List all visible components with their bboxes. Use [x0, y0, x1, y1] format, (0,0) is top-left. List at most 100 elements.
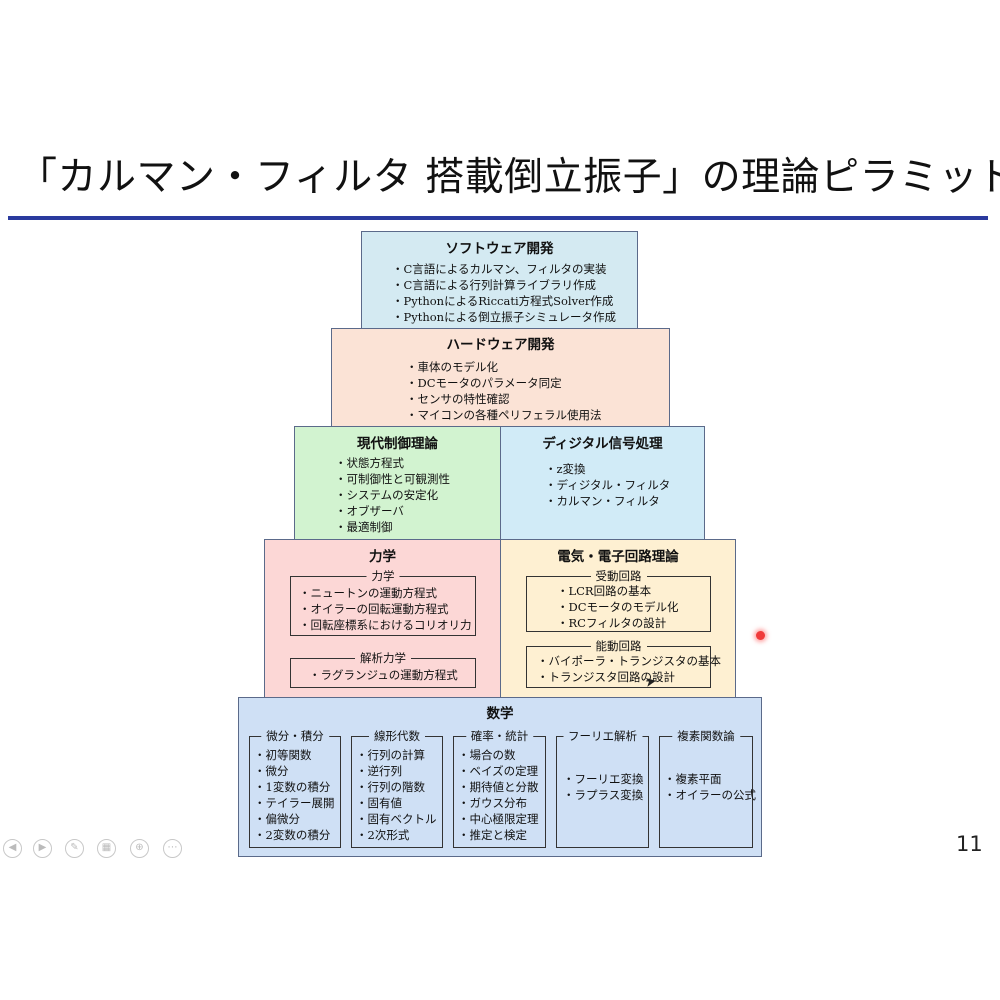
list-item: ・DCモータのモデル化: [557, 600, 679, 614]
list-item: ・2変数の積分: [254, 828, 331, 842]
hardware-dev-box: ハードウェア開発 ・車体のモデル化 ・DCモータのパラメータ同定 ・センサの特性…: [331, 328, 670, 427]
list-item: ・ラプラス変換: [563, 788, 644, 802]
list-item: ・センサの特性確認: [406, 392, 510, 406]
list-item: ・ラグランジュの運動方程式: [309, 668, 458, 682]
list-item: ・テイラー展開: [254, 796, 335, 810]
fourier-analysis-group: フーリエ解析 ・フーリエ変換 ・ラプラス変換: [556, 728, 649, 848]
dsp-title: ディジタル信号処理: [542, 436, 663, 452]
list-item: ・ベイズの定理: [458, 764, 539, 778]
group-label: 複素関数論: [672, 728, 740, 744]
title-rule: [8, 216, 988, 220]
next-icon[interactable]: ▶: [33, 839, 52, 858]
list-item: ・固有ベクトル: [356, 812, 437, 826]
list-item: ・マイコンの各種ペリフェラル使用法: [406, 408, 602, 422]
group-list: ・初等関数 ・微分 ・1変数の積分 ・テイラー展開 ・偏微分 ・2変数の積分: [254, 747, 335, 843]
list-item: ・システムの安定化: [335, 488, 439, 502]
passive-circuit-group: 受動回路 ・LCR回路の基本 ・DCモータのモデル化 ・RCフィルタの設計: [526, 568, 711, 632]
group-list: ・バイポーラ・トランジスタの基本 ・トランジスタ回路の設計: [537, 653, 721, 685]
list-item: ・z変換: [545, 462, 586, 476]
group-label: 受動回路: [590, 568, 647, 584]
list-item: ・状態方程式: [335, 456, 404, 470]
list-item: ・場合の数: [458, 748, 516, 762]
group-list: ・複素平面 ・オイラーの公式: [664, 771, 756, 803]
list-item: ・車体のモデル化: [406, 360, 498, 374]
circuit-theory-box: 電気・電子回路理論 受動回路 ・LCR回路の基本 ・DCモータのモデル化 ・RC…: [500, 539, 736, 698]
list-item: ・推定と検定: [458, 828, 527, 842]
list-item: ・C言語によるカルマン、フィルタの実装: [392, 262, 607, 276]
list-item: ・オブザーバ: [335, 504, 404, 518]
hardware-dev-list: ・車体のモデル化 ・DCモータのパラメータ同定 ・センサの特性確認 ・マイコンの…: [406, 359, 602, 423]
group-label: 確率・統計: [465, 728, 534, 744]
group-list: ・ニュートンの運動方程式 ・オイラーの回転運動方程式 ・回転座標系におけるコリオ…: [299, 585, 472, 633]
software-dev-list: ・C言語によるカルマン、フィルタの実装 ・C言語による行列計算ライブラリ作成 ・…: [392, 261, 616, 325]
slide-title: 「カルマン・フィルタ 搭載倒立振子」の理論ピラミッド: [18, 155, 1000, 200]
modern-control-title: 現代制御理論: [357, 436, 438, 452]
list-item: ・最適制御: [335, 520, 393, 534]
modern-control-box: 現代制御理論 ・状態方程式 ・可制御性と可観測性 ・システムの安定化 ・オブザー…: [294, 426, 501, 540]
list-item: ・回転座標系におけるコリオリ力: [299, 618, 472, 632]
slides-icon[interactable]: ▦: [97, 839, 116, 858]
prev-icon[interactable]: ◀: [3, 839, 22, 858]
circuit-theory-title: 電気・電子回路理論: [557, 549, 679, 565]
list-item: ・LCR回路の基本: [557, 584, 652, 598]
list-item: ・期待値と分散: [458, 780, 539, 794]
hardware-dev-title: ハードウェア開発: [446, 337, 555, 353]
mouse-cursor-icon: ➤: [643, 673, 659, 691]
group-list: ・場合の数 ・ベイズの定理 ・期待値と分散 ・ガウス分布 ・中心極限定理 ・推定…: [458, 747, 539, 843]
mechanics-title: 力学: [369, 549, 396, 565]
list-item: ・2次形式: [356, 828, 410, 842]
group-label: 微分・積分: [261, 728, 329, 744]
more-icon[interactable]: ⋯: [163, 839, 182, 858]
mechanics-box: 力学 力学 ・ニュートンの運動方程式 ・オイラーの回転運動方程式 ・回転座標系に…: [264, 539, 501, 698]
list-item: ・トランジスタ回路の設計: [537, 670, 675, 684]
list-item: ・微分: [254, 764, 289, 778]
laser-pointer-dot: [756, 631, 765, 640]
list-item: ・RCフィルタの設計: [557, 616, 667, 630]
list-item: ・ガウス分布: [458, 796, 527, 810]
group-list: ・行列の計算 ・逆行列 ・行列の階数 ・固有値 ・固有ベクトル ・2次形式: [356, 747, 437, 843]
list-item: ・中心極限定理: [458, 812, 539, 826]
list-item: ・DCモータのパラメータ同定: [406, 376, 562, 390]
calculus-group: 微分・積分 ・初等関数 ・微分 ・1変数の積分 ・テイラー展開 ・偏微分 ・2変…: [249, 728, 341, 848]
software-dev-box: ソフトウェア開発 ・C言語によるカルマン、フィルタの実装 ・C言語による行列計算…: [361, 231, 638, 329]
list-item: ・複素平面: [664, 772, 722, 786]
page-number: 11: [956, 832, 983, 856]
list-item: ・ニュートンの運動方程式: [299, 586, 437, 600]
group-list: ・フーリエ変換 ・ラプラス変換: [563, 771, 644, 803]
math-title: 数学: [486, 706, 514, 722]
complex-analysis-group: 複素関数論 ・複素平面 ・オイラーの公式: [659, 728, 756, 848]
group-label: フーリエ解析: [563, 728, 642, 744]
software-dev-title: ソフトウェア開発: [445, 241, 554, 257]
list-item: ・フーリエ変換: [563, 772, 644, 786]
group-list: ・LCR回路の基本 ・DCモータのモデル化 ・RCフィルタの設計: [557, 583, 679, 631]
list-item: ・行列の階数: [356, 780, 425, 794]
group-label: 能動回路: [590, 638, 647, 654]
list-item: ・Pythonによる倒立振子シミュレータ作成: [392, 310, 617, 324]
list-item: ・固有値: [356, 796, 402, 810]
group-label: 線形代数: [369, 728, 425, 744]
list-item: ・逆行列: [356, 764, 402, 778]
list-item: ・偏微分: [254, 812, 300, 826]
mechanics-group: 力学 ・ニュートンの運動方程式 ・オイラーの回転運動方程式 ・回転座標系における…: [290, 568, 476, 636]
list-item: ・初等関数: [254, 748, 312, 762]
analytical-mechanics-group: 解析力学 ・ラグランジュの運動方程式: [290, 650, 476, 688]
dsp-box: ディジタル信号処理 ・z変換 ・ディジタル・フィルタ ・カルマン・フィルタ: [500, 426, 705, 540]
list-item: ・バイポーラ・トランジスタの基本: [537, 654, 721, 668]
dsp-list: ・z変換 ・ディジタル・フィルタ ・カルマン・フィルタ: [545, 461, 670, 509]
group-list: ・ラグランジュの運動方程式: [309, 667, 458, 683]
probability-statistics-group: 確率・統計 ・場合の数 ・ベイズの定理 ・期待値と分散 ・ガウス分布 ・中心極限…: [453, 728, 546, 848]
list-item: ・オイラーの公式: [664, 788, 756, 802]
pen-icon[interactable]: ✎: [65, 839, 84, 858]
list-item: ・1変数の積分: [254, 780, 331, 794]
zoom-icon[interactable]: ⊕: [130, 839, 149, 858]
list-item: ・可制御性と可観測性: [335, 472, 450, 486]
list-item: ・カルマン・フィルタ: [545, 494, 660, 508]
list-item: ・オイラーの回転運動方程式: [299, 602, 449, 616]
list-item: ・ディジタル・フィルタ: [545, 478, 671, 492]
group-label: 解析力学: [355, 650, 411, 666]
group-label: 力学: [366, 568, 400, 584]
list-item: ・C言語による行列計算ライブラリ作成: [392, 278, 596, 292]
active-circuit-group: 能動回路 ・バイポーラ・トランジスタの基本 ・トランジスタ回路の設計: [526, 638, 721, 688]
math-box: 数学 微分・積分 ・初等関数 ・微分 ・1変数の積分 ・テイラー展開 ・偏微分 …: [238, 697, 762, 857]
modern-control-list: ・状態方程式 ・可制御性と可観測性 ・システムの安定化 ・オブザーバ ・最適制御: [335, 455, 450, 535]
